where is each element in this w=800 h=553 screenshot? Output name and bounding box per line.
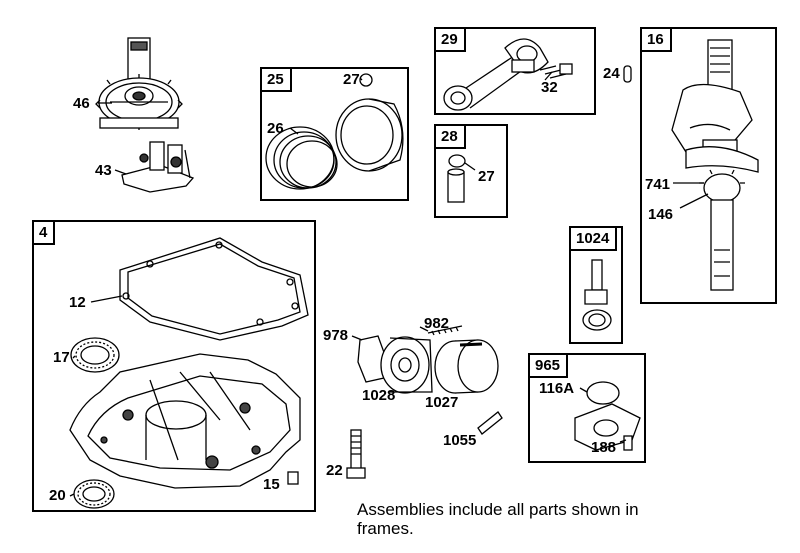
leader-lines [69,71,709,497]
frame-25: 25 [260,67,409,201]
camshaft-gear-46 [95,37,183,130]
frame-4-number: 4 [34,222,56,245]
label-24: 24 [603,65,620,82]
crankshaft-16 [671,39,759,291]
connecting-rod-29 [443,38,573,111]
label-1028: 1028 [362,387,396,404]
piston-pin-28 [447,154,466,203]
gasket-12 [119,237,309,341]
label-146: 146 [648,206,674,223]
frame-965: 965 [528,353,646,463]
assemblies-note: Assemblies include all parts shown in fr… [357,500,639,538]
label-20: 20 [49,487,66,504]
oil-seal-17 [70,337,120,373]
label-26: 26 [267,120,284,137]
frame-28: 28 [434,124,508,218]
label-32: 32 [541,79,558,96]
frame-16-number: 16 [642,29,672,52]
frame-4: 4 [32,220,316,512]
piston-26-rings [265,73,404,190]
label-27-pin: 27 [478,168,495,185]
label-978: 978 [323,327,349,344]
label-15: 15 [263,476,280,493]
frame-29-number: 29 [436,29,466,52]
label-46: 46 [73,95,90,112]
label-116A: 116A [539,380,575,397]
label-43: 43 [95,162,112,179]
oil-filter-adapter-1028 [380,336,433,394]
frame-1024: 1024 [569,226,623,344]
frame-29: 29 [434,27,596,115]
oil-filter-1027 [434,339,499,394]
frame-25-number: 25 [262,69,292,92]
label-741: 741 [645,176,671,193]
label-22: 22 [326,462,343,479]
sump-cover [69,353,301,489]
label-17: 17 [53,349,70,366]
frame-16: 16 [640,27,777,304]
frame-28-number: 28 [436,126,466,149]
frame-965-number: 965 [530,355,569,378]
label-1055: 1055 [443,432,477,449]
label-982: 982 [424,315,450,332]
label-12: 12 [69,294,86,311]
bolt-22 [346,429,366,479]
sprocket-assembly-1024 [582,259,612,331]
label-188: 188 [591,439,617,456]
governor-43 [121,141,195,193]
frame-1024-number: 1024 [571,228,618,251]
label-27-piston: 27 [343,71,360,88]
cover-965 [574,381,641,451]
label-1027: 1027 [425,394,459,411]
